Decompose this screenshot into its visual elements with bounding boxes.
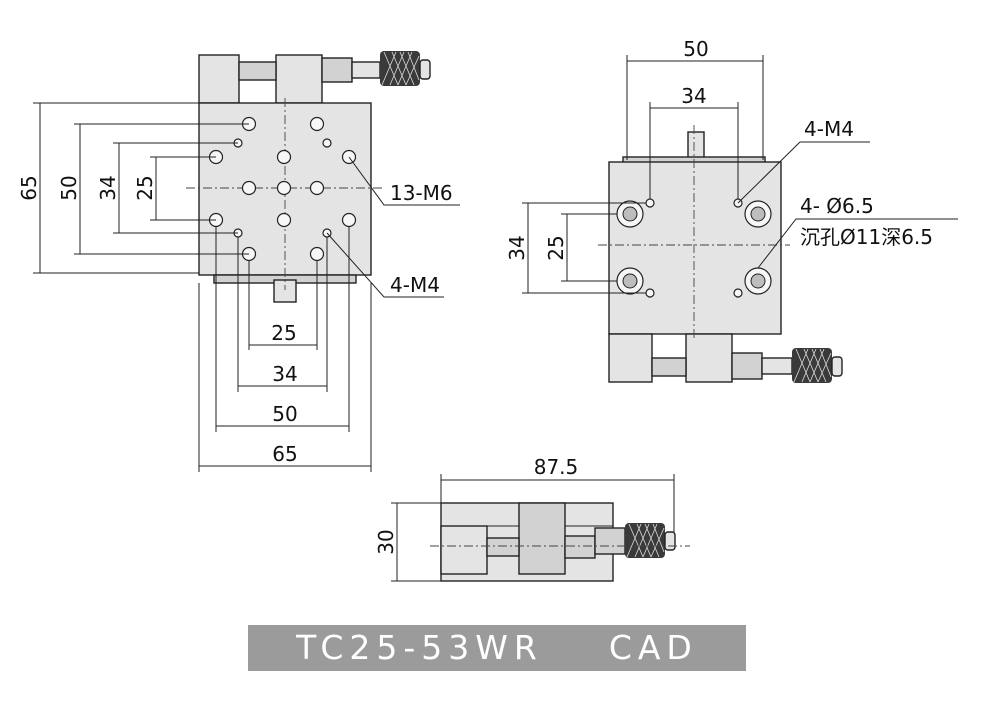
m6-hole xyxy=(241,180,257,196)
side-view-horizontal-dims xyxy=(626,55,764,199)
title-bar: TC25-53WR CAD xyxy=(248,625,746,671)
m4-hole xyxy=(322,138,332,148)
side-dim-25-vertical: 25 xyxy=(544,235,568,260)
front-view: 87.5 30 xyxy=(374,455,690,582)
callout-counterbore-line2: 沉孔Ø11深6.5 xyxy=(800,225,933,249)
callout-leader-counterbore xyxy=(757,218,958,269)
side-view-counterbore-holes xyxy=(616,200,772,295)
m6-hole xyxy=(309,246,325,262)
side-view-knurl-pattern xyxy=(793,348,832,383)
front-view-carriage xyxy=(518,502,566,575)
m6-hole xyxy=(276,180,292,196)
top-dim-50-vertical: 50 xyxy=(57,175,81,200)
callout-leader-4-m4-top xyxy=(326,232,444,298)
front-view-spindle xyxy=(486,537,520,557)
m4-hole xyxy=(733,288,743,298)
top-dim-50-horizontal: 50 xyxy=(272,402,297,426)
side-dim-50-horizontal: 50 xyxy=(683,37,708,61)
top-dim-65-horizontal: 65 xyxy=(272,442,297,466)
top-dim-25-vertical: 25 xyxy=(133,175,157,200)
front-view-micrometer-knob xyxy=(625,523,665,558)
m4-hole xyxy=(645,288,655,298)
top-view: 65 50 34 25 25 34 50 65 13-M6 4-M4 xyxy=(17,51,460,472)
callout-counterbore-line1: 4- Ø6.5 xyxy=(800,194,874,218)
side-view-micrometer-sleeve xyxy=(731,352,763,380)
top-view-m6-holes xyxy=(208,116,357,262)
counterbore-hole-inner xyxy=(750,273,766,289)
side-view-spindle xyxy=(651,357,687,377)
top-view-bracket-left xyxy=(198,54,240,104)
m6-hole xyxy=(309,116,325,132)
side-view-bracket-right xyxy=(685,333,733,383)
top-view-micrometer-barrel xyxy=(351,61,381,79)
m4-hole xyxy=(645,198,655,208)
callout-leader-4-m4-side xyxy=(737,141,870,204)
side-view-micrometer-knob xyxy=(792,348,832,383)
top-dim-34-vertical: 34 xyxy=(96,175,120,200)
top-view-bracket-right xyxy=(275,54,323,104)
counterbore-hole-inner xyxy=(750,206,766,222)
top-view-lock-knob xyxy=(273,279,297,303)
side-view-micrometer-barrel xyxy=(761,357,793,375)
top-view-micrometer-sleeve xyxy=(321,57,353,83)
top-view-micrometer-knob xyxy=(380,51,420,86)
callout-13-m6: 13-M6 xyxy=(390,181,453,205)
side-view-m4-holes xyxy=(645,198,743,298)
side-view-vertical-dims xyxy=(522,202,646,294)
top-dim-34-horizontal: 34 xyxy=(272,362,297,386)
top-view-micrometer-cap xyxy=(419,59,431,80)
callout-4-m4-top: 4-M4 xyxy=(390,273,440,297)
m6-hole xyxy=(276,149,292,165)
front-dim-87-5: 87.5 xyxy=(534,455,579,479)
top-view-vertical-dims xyxy=(33,102,249,274)
m6-hole xyxy=(341,212,357,228)
m6-hole xyxy=(309,180,325,196)
front-view-micrometer-cap xyxy=(664,531,676,551)
top-dim-25-horizontal: 25 xyxy=(271,321,296,345)
counterbore-hole-inner xyxy=(622,206,638,222)
front-view-micrometer-sleeve xyxy=(594,527,626,555)
top-view-horizontal-dims xyxy=(198,226,372,472)
side-view-bracket-left xyxy=(608,333,653,383)
callout-4-m4-side: 4-M4 xyxy=(804,117,854,141)
m6-hole xyxy=(276,212,292,228)
top-view-spindle xyxy=(238,61,277,81)
side-view: 50 34 34 25 4-M4 4- Ø6.5 沉孔Ø11深6.5 xyxy=(505,37,958,383)
front-dim-30: 30 xyxy=(374,529,398,554)
counterbore-hole-inner xyxy=(622,273,638,289)
model-title: TC25-53WR CAD xyxy=(296,628,698,667)
front-view-spindle-right xyxy=(564,535,596,559)
side-dim-34-horizontal: 34 xyxy=(681,84,706,108)
front-view-knurl-pattern xyxy=(626,523,665,558)
side-view-stage xyxy=(608,161,782,335)
side-dim-34-vertical: 34 xyxy=(505,235,529,260)
side-view-micrometer-cap xyxy=(831,356,843,377)
front-view-bracket-left xyxy=(440,525,488,575)
top-view-knurl-pattern xyxy=(381,51,420,86)
top-dim-65-vertical: 65 xyxy=(17,175,41,200)
callout-leader-13-m6 xyxy=(348,156,460,206)
